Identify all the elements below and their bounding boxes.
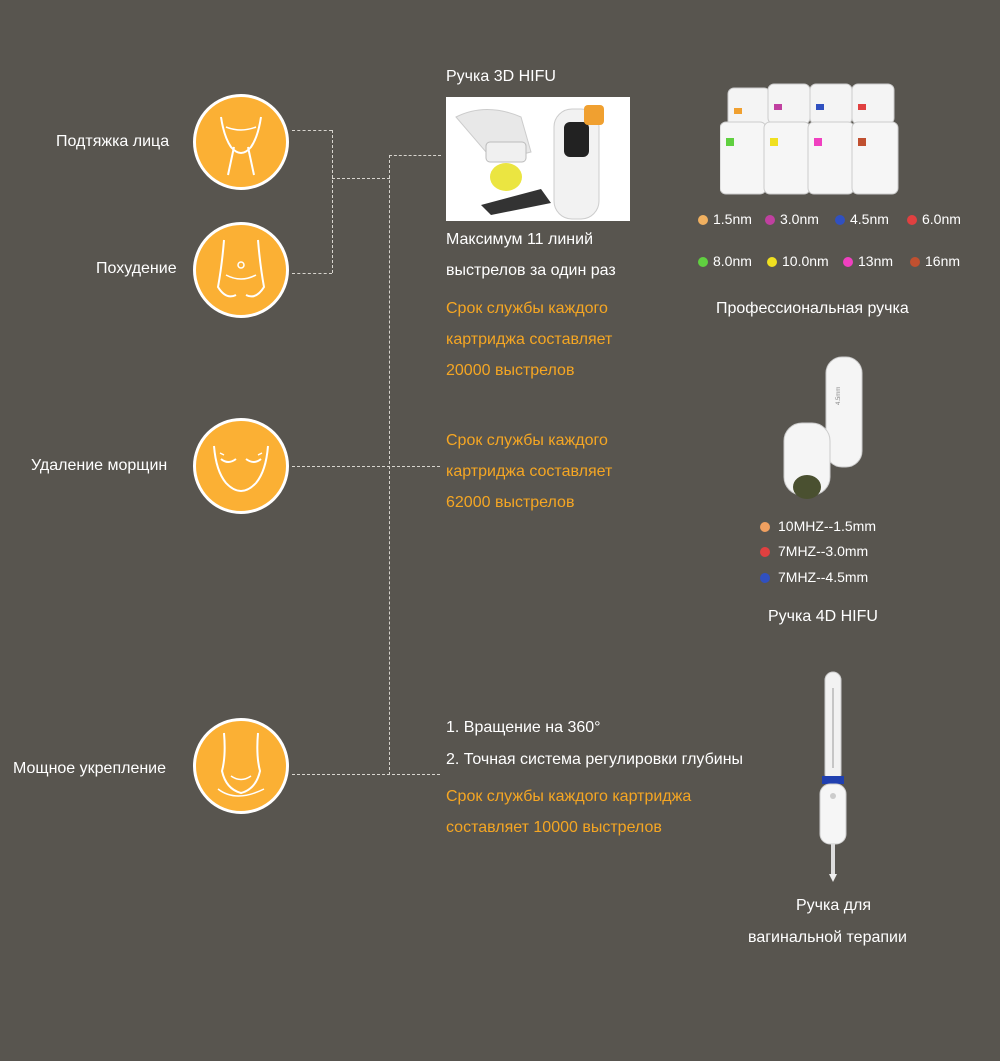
hifu4d-life2: картриджа составляет <box>446 463 613 480</box>
hifu3d-image <box>446 97 630 221</box>
hifu3d-line1: Максимум 11 линий <box>446 231 594 248</box>
legend-label: 10.0nm <box>782 253 829 269</box>
legend-label: 3.0nm <box>780 211 819 227</box>
connector-tightening <box>292 774 440 775</box>
legend-label: 16nm <box>925 253 961 269</box>
tightening-icon <box>193 718 289 814</box>
hifu3d-line2: выстрелов за один раз <box>446 262 616 279</box>
pro-legend-item: 4.5nm <box>835 211 889 227</box>
legend-dot-icon <box>765 215 775 225</box>
label-wrinkle-removal: Удаление морщин <box>31 457 168 474</box>
vaginal-title-line2: вагинальной терапии <box>748 929 907 946</box>
hifu4d-legend-item: 7MHZ--4.5mm <box>760 569 868 585</box>
pro-legend-item: 1.5nm <box>698 211 752 227</box>
legend-dot-icon <box>767 257 777 267</box>
vaginal-life2: составляет 10000 выстрелов <box>446 819 662 836</box>
legend-dot-icon <box>760 573 770 583</box>
pro-legend-item: 10.0nm <box>767 253 829 269</box>
label-tightening: Мощное укрепление <box>13 760 167 777</box>
hifu4d-title: Ручка 4D HIFU <box>768 608 878 625</box>
label-face-lift: Подтяжка лица <box>56 133 170 150</box>
connector-vertical-main <box>389 155 390 775</box>
vaginal-life1: Срок службы каждого картриджа <box>446 788 692 805</box>
pro-legend-item: 3.0nm <box>765 211 819 227</box>
hifu3d-title: Ручка 3D HIFU <box>446 68 556 85</box>
hifu4d-life3: 62000 выстрелов <box>446 494 575 511</box>
hifu3d-life2: картриджа составляет <box>446 331 613 348</box>
connector-wrinkle <box>292 466 440 467</box>
wrinkle-removal-icon <box>193 418 289 514</box>
connector-weight <box>292 273 332 274</box>
legend-dot-icon <box>698 257 708 267</box>
hifu3d-life1: Срок службы каждого <box>446 300 608 317</box>
legend-label: 10MHZ--1.5mm <box>778 518 877 534</box>
pro-legend-item: 16nm <box>910 253 960 269</box>
pro-legend-item: 8.0nm <box>698 253 752 269</box>
svg-text:4.5mm: 4.5mm <box>836 387 842 405</box>
weight-loss-icon <box>193 222 289 318</box>
hifu4d-life1: Срок службы каждого <box>446 432 608 449</box>
legend-dot-icon <box>910 257 920 267</box>
legend-dot-icon <box>760 522 770 532</box>
legend-dot-icon <box>843 257 853 267</box>
legend-label: 8.0nm <box>713 253 752 269</box>
vaginal-feature1: 1. Вращение на 360° <box>446 719 601 736</box>
pro-cartridges-image <box>719 80 916 198</box>
hifu3d-life3: 20000 выстрелов <box>446 362 575 379</box>
pro-legend-item: 6.0nm <box>907 211 961 227</box>
legend-label: 6.0nm <box>922 211 961 227</box>
hifu4d-legend-item: 10MHZ--1.5mm <box>760 518 876 534</box>
hifu4d-image: 4.5mm <box>780 355 880 505</box>
legend-label: 4.5nm <box>850 211 889 227</box>
legend-dot-icon <box>698 215 708 225</box>
legend-label: 1.5nm <box>713 211 752 227</box>
legend-label: 13nm <box>858 253 894 269</box>
hifu4d-legend-item: 7MHZ--3.0mm <box>760 543 868 559</box>
connector-vertical-a <box>332 130 333 273</box>
connector-face <box>292 130 332 131</box>
face-lift-icon <box>193 94 289 190</box>
legend-dot-icon <box>835 215 845 225</box>
legend-label: 7MHZ--4.5mm <box>778 569 869 585</box>
legend-label: 7MHZ--3.0mm <box>778 543 869 559</box>
legend-dot-icon <box>760 547 770 557</box>
connector-3d <box>389 155 441 156</box>
legend-dot-icon <box>907 215 917 225</box>
pro-title: Профессиональная ручка <box>716 300 909 317</box>
vaginal-title-line1: Ручка для <box>796 897 872 914</box>
label-weight-loss: Похудение <box>96 260 177 277</box>
vaginal-handpiece-image <box>808 668 858 884</box>
vaginal-feature2: 2. Точная система регулировки глубины <box>446 751 744 768</box>
pro-legend-item: 13nm <box>843 253 893 269</box>
connector-mid <box>332 178 390 179</box>
